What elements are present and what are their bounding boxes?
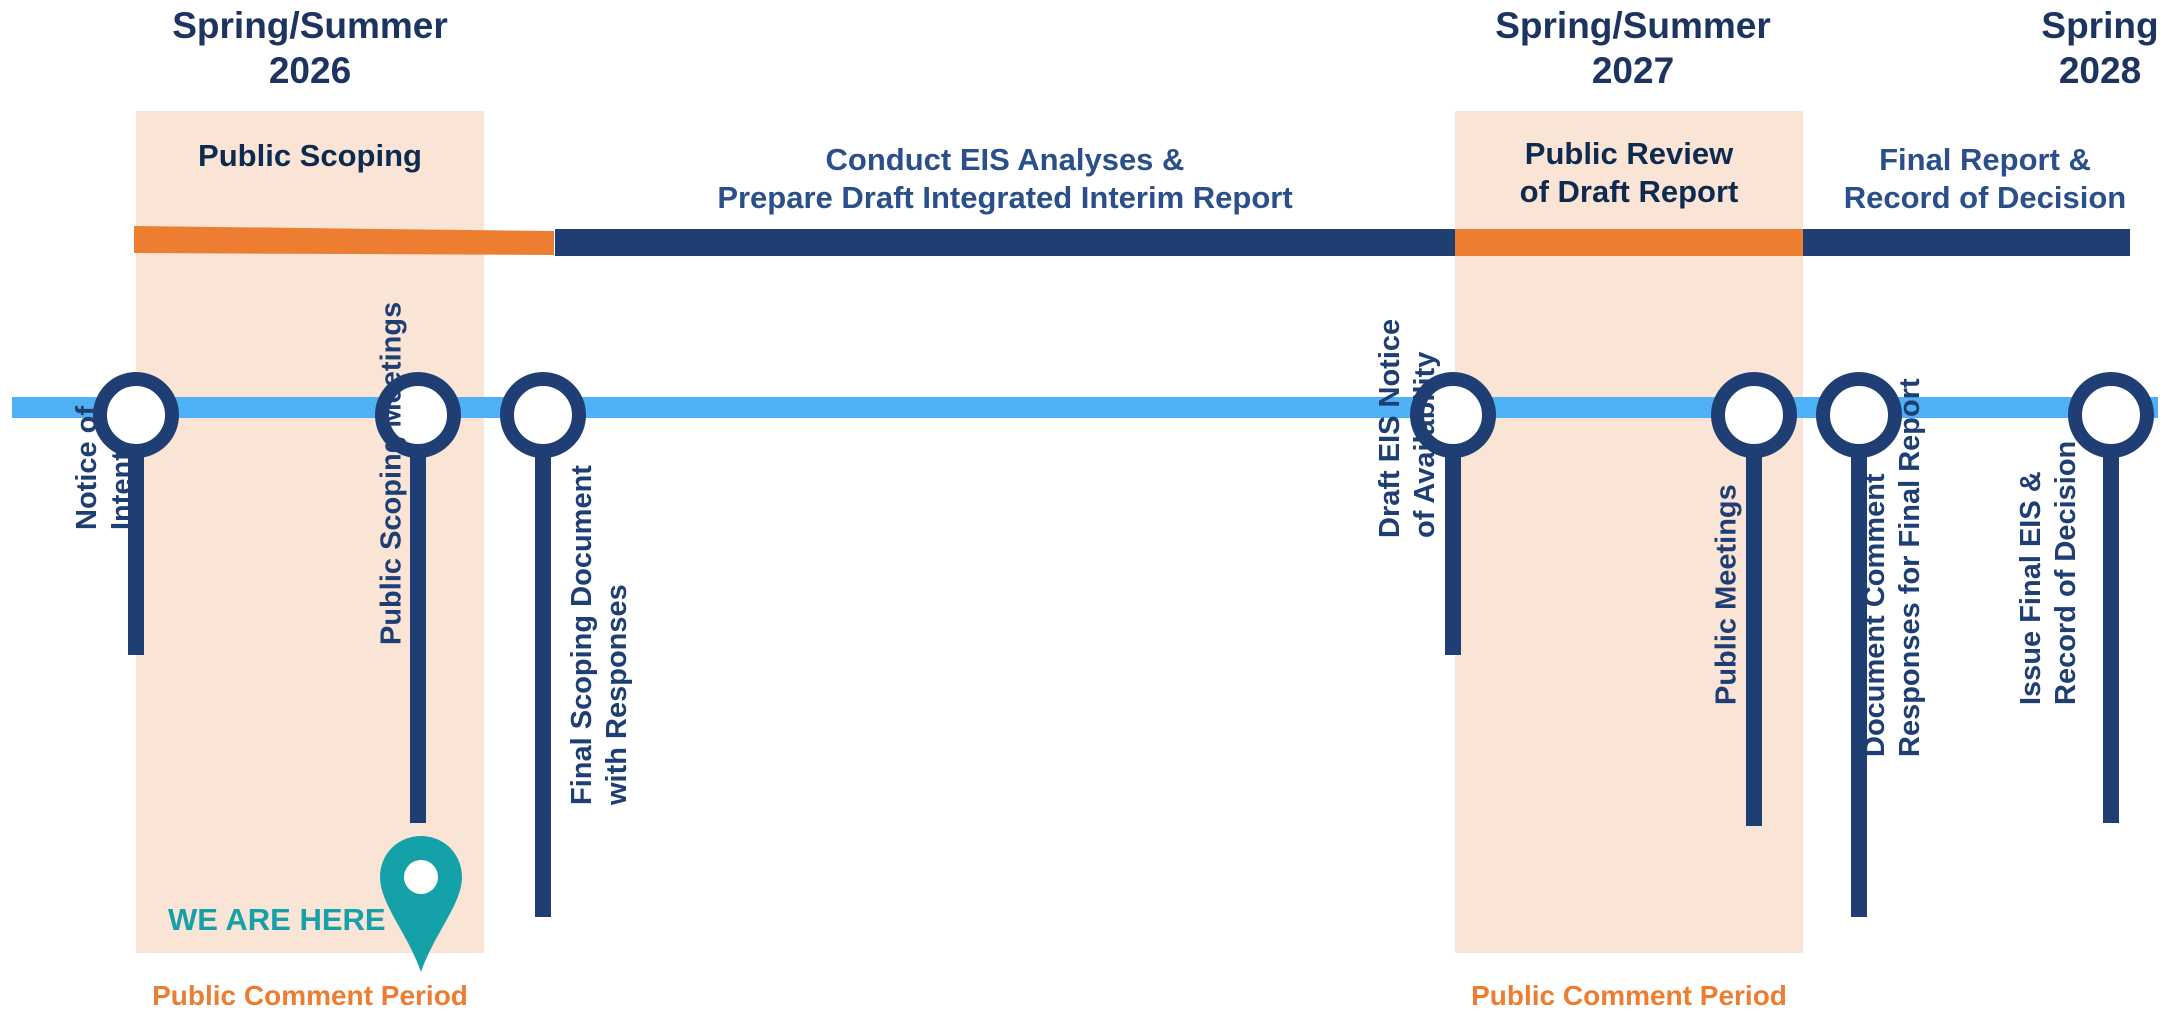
phase-public-scoping: Public Scoping xyxy=(198,138,422,173)
phase-bar-final-report xyxy=(1803,229,2130,256)
milestone-node xyxy=(1711,372,1797,458)
milestone-label-public-scoping-meetings: Public Scoping Meetings xyxy=(375,301,408,645)
milestone-stem xyxy=(410,420,426,823)
milestone-label-document-comment-responses: Document Comment Responses for Final Rep… xyxy=(1859,378,1926,757)
milestone-label-issue-final-eis: Issue Final EIS & Record of Decision xyxy=(2015,440,2082,705)
date-spring-summer-2026: Spring/Summer 2026 xyxy=(172,5,448,91)
comment-period-label-2: Public Comment Period xyxy=(1471,980,1787,1011)
we-are-here-label: WE ARE HERE xyxy=(168,902,386,937)
phase-bar-public-scoping xyxy=(134,226,554,255)
milestone-stem xyxy=(535,420,551,917)
milestone-label-public-meetings: Public Meetings xyxy=(1710,484,1743,705)
phase-bar-public-review xyxy=(1455,229,1803,256)
milestone-stem xyxy=(1851,420,1867,917)
phase-final-report: Final Report & Record of Decision xyxy=(1843,142,2127,215)
date-spring-2028: Spring 2028 xyxy=(2041,5,2159,91)
milestone-label-final-scoping-document: Final Scoping Document with Responses xyxy=(566,465,633,805)
milestone-stem xyxy=(128,420,144,655)
milestone-stem xyxy=(1746,420,1762,826)
milestone-node xyxy=(500,372,586,458)
milestone-label-notice-of-intent: Notice of Intent xyxy=(71,405,138,530)
milestone-stem xyxy=(1445,420,1461,655)
milestone-label-draft-eis-notice: Draft EIS Notice of Availability xyxy=(1374,318,1441,538)
date-spring-summer-2027: Spring/Summer 2027 xyxy=(1495,5,1771,91)
comment-period-label-1: Public Comment Period xyxy=(152,980,468,1011)
phase-conduct-eis-analyses: Conduct EIS Analyses & Prepare Draft Int… xyxy=(717,142,1293,215)
map-pin-icon xyxy=(380,836,462,972)
milestone-stem xyxy=(2103,420,2119,823)
phase-bar-conduct-eis xyxy=(555,229,1455,256)
phase-public-review: Public Review of Draft Report xyxy=(1519,136,1739,209)
